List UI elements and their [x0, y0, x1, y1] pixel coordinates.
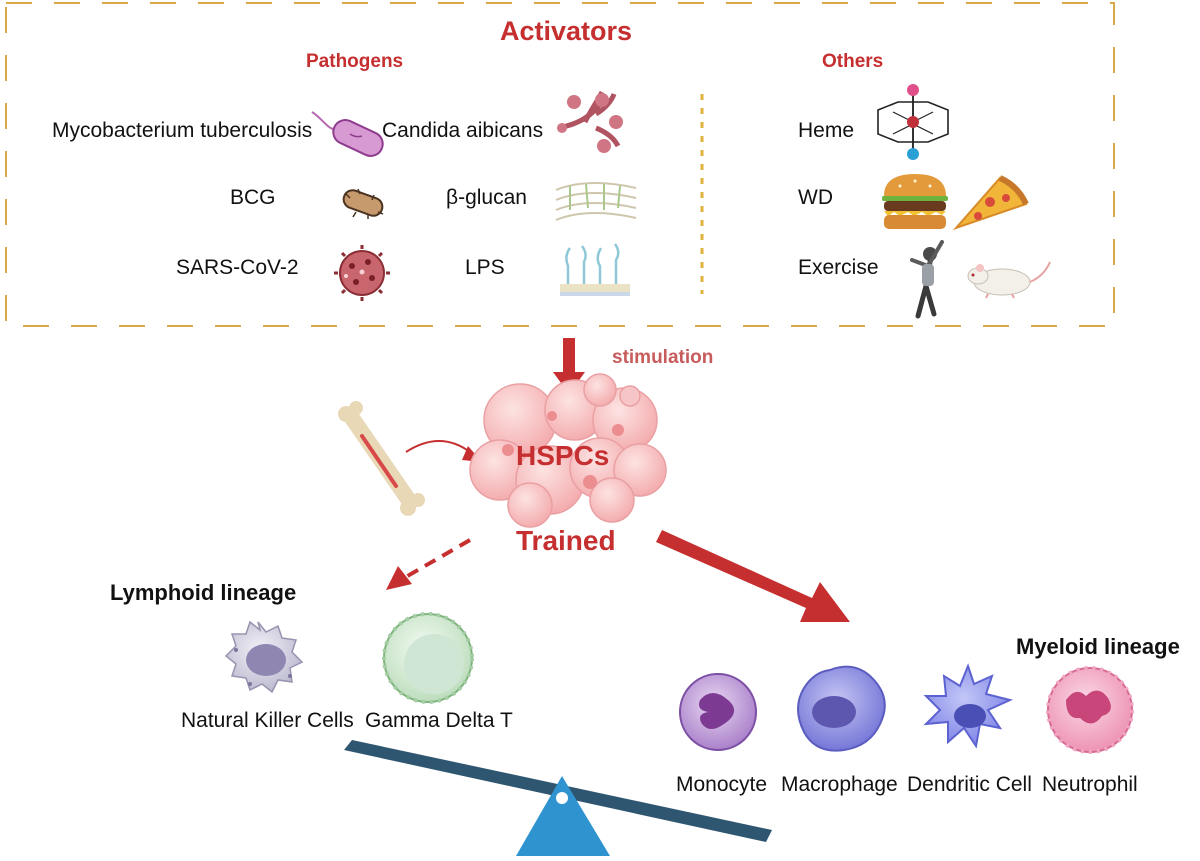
lymphoid-arrow [386, 538, 471, 590]
pizza-icon [952, 175, 1029, 231]
lymphoid-cell-gamma-delta: Gamma Delta T [365, 709, 513, 732]
activators-title: Activators [500, 16, 633, 46]
activators-box [5, 2, 1115, 327]
others-label-exercise: Exercise [798, 256, 879, 279]
gamma-delta-t-cell-icon [382, 612, 474, 704]
candida-icon [557, 90, 623, 153]
lymphoid-title: Lymphoid lineage [110, 580, 297, 605]
bone-icon [338, 401, 425, 516]
mycobacterium-icon [311, 111, 384, 157]
lymphoid-cell-nk: Natural Killer Cells [181, 709, 354, 732]
nk-cell-icon [224, 620, 304, 694]
myeloid-cell-dendritic: Dendritic Cell [907, 773, 1032, 796]
myeloid-arrow [656, 530, 850, 622]
neutrophil-icon [1046, 666, 1134, 754]
stimulation-label: stimulation [612, 347, 714, 368]
bone-to-hspc-arrow [405, 440, 471, 453]
monocyte-icon [679, 673, 757, 751]
lps-icon [560, 243, 630, 296]
pathogens-title: Pathogens [306, 51, 404, 72]
exercise-person-icon [910, 240, 944, 319]
trained-label: Trained [516, 525, 616, 556]
myeloid-cell-macrophage: Macrophage [781, 773, 898, 796]
seesaw [344, 740, 772, 856]
pathogen-label-beta-glucan: β-glucan [446, 186, 527, 209]
sars-cov-2-icon [334, 245, 390, 301]
pathogen-label-lps: LPS [465, 256, 505, 279]
myeloid-title: Myeloid lineage [1016, 634, 1180, 659]
heme-icon [877, 84, 949, 160]
others-label-wd: WD [798, 186, 833, 209]
others-label-heme: Heme [798, 119, 855, 142]
burger-icon [882, 174, 948, 229]
dendritic-cell-icon [923, 663, 1014, 749]
bcg-icon [342, 188, 384, 219]
pathogen-label-bcg: BCG [230, 186, 276, 209]
macrophage-icon [797, 665, 886, 752]
beta-glucan-icon [555, 182, 637, 221]
myeloid-cell-monocyte: Monocyte [676, 773, 768, 796]
pathogen-label-sars-cov-2: SARS-CoV-2 [176, 256, 299, 279]
mouse-icon [967, 261, 1051, 299]
pathogen-label-mycobacterium: Mycobacterium tuberculosis [52, 119, 313, 142]
myeloid-cell-neutrophil: Neutrophil [1042, 773, 1138, 796]
pathogen-label-candida: Candida aibicans [382, 119, 544, 142]
hspc-label: HSPCs [516, 440, 610, 471]
others-title: Others [822, 51, 884, 72]
hspc-cluster [469, 373, 667, 528]
